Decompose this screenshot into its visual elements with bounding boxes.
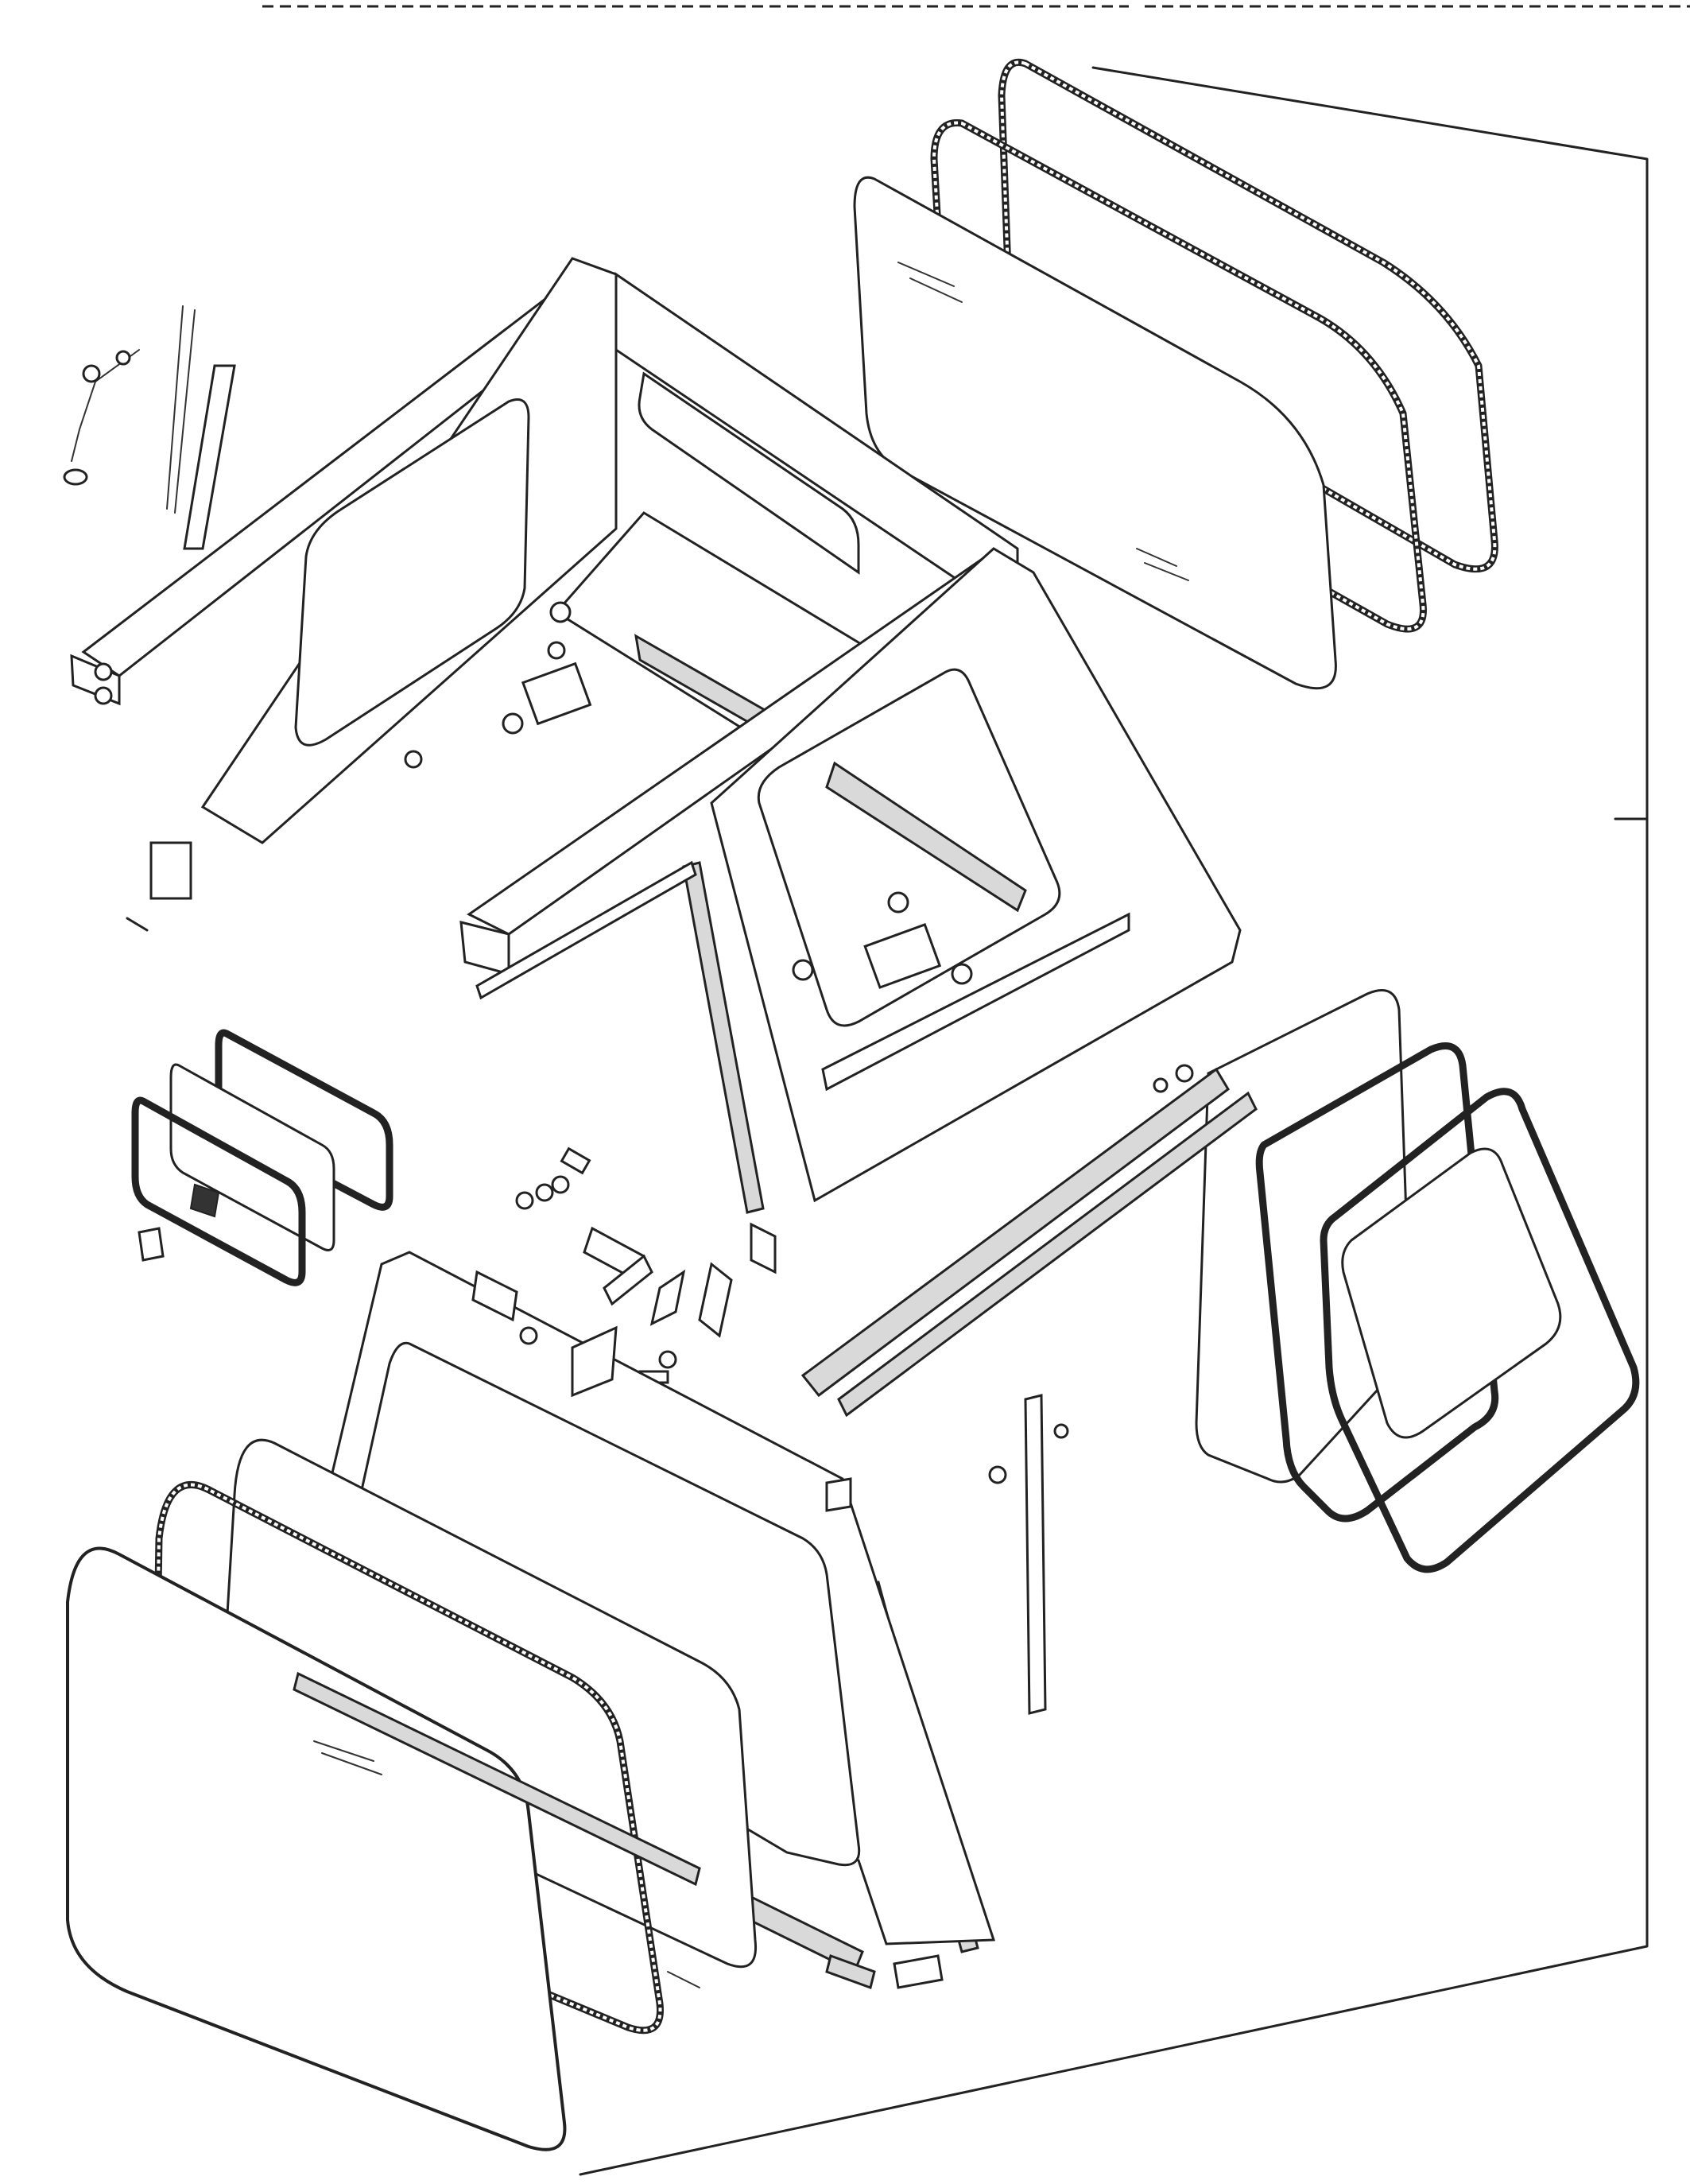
fasteners — [94, 601, 1194, 1210]
hinge-bracket — [149, 841, 192, 900]
small-side-window-assembly — [131, 1029, 393, 1286]
bolt — [549, 601, 572, 623]
back-wall-window — [638, 371, 860, 575]
door-window-assembly — [66, 1438, 758, 2151]
latch-spring — [183, 364, 236, 550]
side-window-seal-right-outer — [1320, 1088, 1640, 1573]
door-latch — [571, 1325, 618, 1398]
latch-rod-parts — [63, 305, 236, 550]
small-window-seal-front — [131, 1096, 306, 1286]
small-window-latch — [189, 1183, 220, 1218]
door-sill — [821, 912, 1130, 1092]
assembly-bracket-outline — [579, 66, 1649, 2176]
side-window-assembly-right — [1195, 989, 1640, 1573]
door-seal-strip-long — [800, 1067, 1230, 1398]
side-window-seal-right-inner — [1255, 1042, 1499, 1523]
right-window-gasket-strip — [825, 761, 1027, 913]
rear-window-assembly — [853, 59, 1498, 690]
latch-linkage — [71, 349, 140, 462]
left-side-window-opening — [294, 398, 530, 747]
left-rail-bracket — [475, 860, 697, 1000]
door-window-channel-strip — [293, 1671, 701, 1887]
door-handle-plate — [471, 1270, 518, 1322]
door-latch-parts — [583, 1222, 777, 1384]
latch-rod — [166, 305, 184, 510]
rear-window-glass — [853, 176, 1337, 690]
cab-frame — [70, 257, 1242, 1214]
hinge-strip — [988, 1394, 1069, 1715]
door-pillar-strip — [682, 861, 765, 1214]
side-window-glass-inner — [1341, 1147, 1562, 1439]
right-side-window-opening — [757, 668, 1061, 1027]
mount-plate — [521, 661, 592, 726]
small-window-glass — [169, 1063, 335, 1251]
small-window-seal-rear — [215, 1029, 393, 1211]
